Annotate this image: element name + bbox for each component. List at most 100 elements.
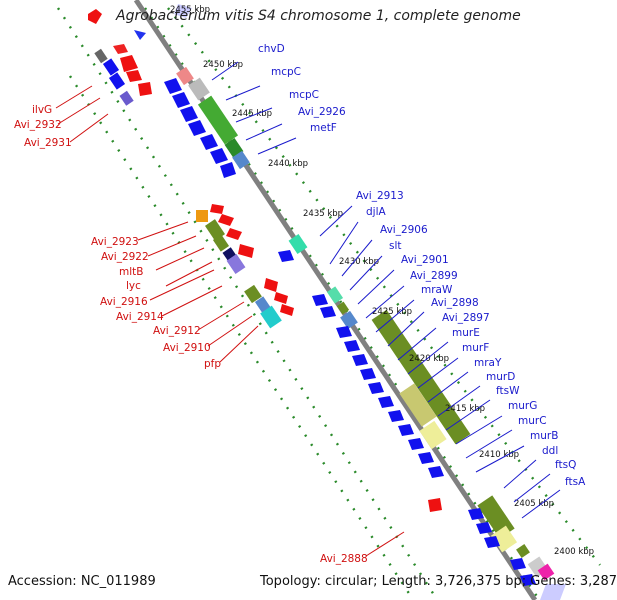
gene-arrow xyxy=(220,162,236,178)
gene-arrow xyxy=(113,44,128,54)
label-connector xyxy=(427,371,469,403)
gene-label[interactable]: lyc xyxy=(126,280,141,292)
gene-arrow xyxy=(520,574,536,586)
gene-label[interactable]: ftsQ xyxy=(555,459,576,471)
gene-arrow xyxy=(336,326,352,338)
gene-block xyxy=(232,150,250,170)
gene-label[interactable]: pfp xyxy=(204,358,221,370)
gene-label[interactable]: Avi_2913 xyxy=(356,190,404,202)
gene-label[interactable]: Avi_2932 xyxy=(14,119,62,131)
gene-label[interactable]: Avi_2888 xyxy=(320,553,368,565)
label-connector xyxy=(257,137,297,155)
gene-arrow xyxy=(210,204,224,214)
gene-label[interactable]: Avi_2926 xyxy=(298,106,346,118)
gene-arrow xyxy=(418,452,434,464)
label-connector xyxy=(245,123,283,141)
gene-block xyxy=(102,58,120,76)
gene-arrow xyxy=(388,410,404,422)
gene-label[interactable]: Avi_2931 xyxy=(24,137,72,149)
label-connector xyxy=(55,85,93,109)
gene-label[interactable]: chvD xyxy=(258,43,285,55)
map-title: Agrobacterium vitis S4 chromosome 1, com… xyxy=(116,8,521,24)
label-connector xyxy=(349,255,383,291)
gene-label[interactable]: Avi_2910 xyxy=(163,342,211,354)
tick-label: 2405 kbp xyxy=(514,499,554,509)
gene-label[interactable]: mraW xyxy=(421,284,453,296)
gene-arrow xyxy=(312,294,328,306)
gene-arrow xyxy=(278,250,294,262)
gene-arrow xyxy=(344,340,360,352)
gene-label[interactable]: metF xyxy=(310,122,337,134)
label-connector xyxy=(329,221,359,265)
label-connector xyxy=(365,531,405,557)
gene-arrow xyxy=(188,120,206,136)
gene-label[interactable]: ilvG xyxy=(32,104,52,116)
gene-cluster-middle-left xyxy=(196,204,294,329)
guide-line-outer-right xyxy=(167,7,601,566)
gene-label[interactable]: ftsW xyxy=(496,385,520,397)
gene-label[interactable]: mltB xyxy=(119,266,143,278)
gene-label[interactable]: murC xyxy=(518,415,547,427)
label-connector xyxy=(219,325,259,363)
gene-label[interactable]: Avi_2897 xyxy=(442,312,490,324)
gene-label[interactable]: murB xyxy=(530,430,558,442)
label-connector xyxy=(455,415,503,445)
label-connector xyxy=(235,107,273,123)
gene-arrow xyxy=(360,368,376,380)
gene-label[interactable]: Avi_2923 xyxy=(91,236,139,248)
gene-arrow xyxy=(218,214,234,226)
gene-arrow xyxy=(134,30,146,40)
gene-arrow xyxy=(172,92,190,108)
label-connector xyxy=(397,327,437,361)
gene-label[interactable]: Avi_2899 xyxy=(410,270,458,282)
gene-arrow xyxy=(238,244,254,258)
gene-label[interactable]: slt xyxy=(389,240,402,252)
tick-label: 2440 kbp xyxy=(268,159,308,169)
gene-arrow xyxy=(378,396,394,408)
gene-label[interactable]: Avi_2898 xyxy=(431,297,479,309)
gene-block xyxy=(260,305,282,329)
gene-label[interactable]: Avi_2906 xyxy=(380,224,428,236)
gene-label[interactable]: ddl xyxy=(542,445,558,457)
gene-label[interactable]: djlA xyxy=(366,206,386,218)
gene-label[interactable]: mcpC xyxy=(289,89,319,101)
gene-arrow xyxy=(484,536,500,548)
tick-label: 2415 kbp xyxy=(445,404,485,414)
gene-arrow xyxy=(540,584,566,600)
gene-block xyxy=(490,525,518,553)
gene-label[interactable]: Avi_2901 xyxy=(401,254,449,266)
gene-arrow xyxy=(320,306,336,318)
gene-block xyxy=(176,66,194,86)
label-connector xyxy=(155,247,205,271)
gene-label[interactable]: Avi_2912 xyxy=(153,325,201,337)
gene-arrow xyxy=(174,4,192,18)
tick-label: 2435 kbp xyxy=(303,209,343,219)
label-connector xyxy=(437,385,481,417)
label-connector xyxy=(211,61,239,81)
gene-label[interactable]: Avi_2916 xyxy=(100,296,148,308)
gene-label[interactable]: murD xyxy=(486,371,515,383)
gene-label[interactable]: mraY xyxy=(474,357,502,369)
label-connector xyxy=(475,445,525,473)
tick-label: 2425 kbp xyxy=(372,307,412,317)
gene-arrow xyxy=(428,466,444,478)
gene-block xyxy=(537,563,555,581)
gene-label[interactable]: murG xyxy=(508,400,537,412)
gene-label[interactable]: murE xyxy=(452,327,480,339)
label-connector xyxy=(513,473,551,503)
genome-summary: Topology: circular; Length: 3,726,375 bp… xyxy=(260,574,617,589)
gene-label[interactable]: murF xyxy=(462,342,489,354)
gene-label[interactable]: Avi_2914 xyxy=(116,311,164,323)
gene-arrow xyxy=(274,292,288,304)
gene-block xyxy=(516,544,530,558)
gene-arrow xyxy=(476,522,492,534)
label-connector xyxy=(57,97,101,125)
gene-label[interactable]: Avi_2922 xyxy=(101,251,149,263)
gene-block xyxy=(212,234,230,252)
gene-label[interactable]: mcpC xyxy=(271,66,301,78)
gene-block xyxy=(119,90,134,106)
label-connector xyxy=(417,357,459,389)
gene-block xyxy=(188,77,210,101)
gene-arrow xyxy=(164,78,182,94)
gene-label[interactable]: ftsA xyxy=(565,476,586,488)
